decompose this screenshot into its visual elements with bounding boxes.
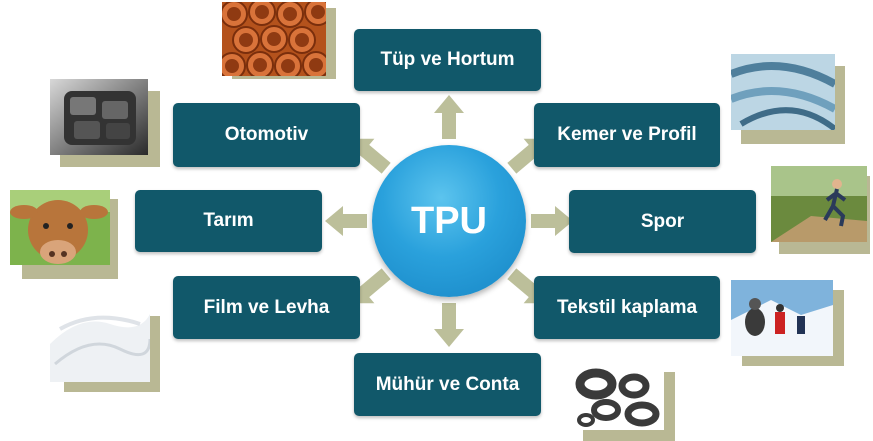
category-label: Film ve Levha <box>203 296 330 318</box>
runner-image <box>771 166 867 242</box>
category-tup-ve-hortum: Tüp ve Hortum <box>354 29 541 91</box>
category-label: Tüp ve Hortum <box>380 49 515 70</box>
arrow-icon <box>350 268 391 304</box>
category-label: Spor <box>640 210 685 232</box>
category-spor: Spor <box>569 190 756 253</box>
orange-pipes-image <box>222 2 326 76</box>
car-door-switches-image <box>50 79 148 155</box>
tpu-center-label: TPU <box>411 199 487 242</box>
cow-image <box>10 190 110 265</box>
seals-rings-image <box>572 362 664 430</box>
arrow-icon <box>531 206 573 236</box>
category-label: Otomotiv <box>224 124 309 145</box>
category-tarim: Tarım <box>135 190 322 252</box>
white-film-image <box>50 304 150 382</box>
arrow-icon <box>434 303 464 347</box>
category-otomotiv: Otomotiv <box>173 103 360 167</box>
hikers-snow-image <box>731 280 833 356</box>
category-label: Mühür ve Conta <box>375 373 520 395</box>
category-muhur-ve-conta: Mühür ve Conta <box>354 353 541 416</box>
tpu-center-node: TPU <box>372 145 526 297</box>
arrow-icon <box>325 206 367 236</box>
category-label: Kemer ve Profil <box>557 124 697 145</box>
category-film-ve-levha: Film ve Levha <box>173 276 360 339</box>
category-label: Tarım <box>203 210 254 231</box>
category-kemer-ve-profil: Kemer ve Profil <box>534 103 720 167</box>
category-label: Tekstil kaplama <box>556 296 698 318</box>
arrow-icon <box>434 95 464 139</box>
conveyor-belts-image <box>731 54 835 130</box>
arrow-icon <box>350 138 391 174</box>
category-tekstil-kaplama: Tekstil kaplama <box>534 276 720 339</box>
